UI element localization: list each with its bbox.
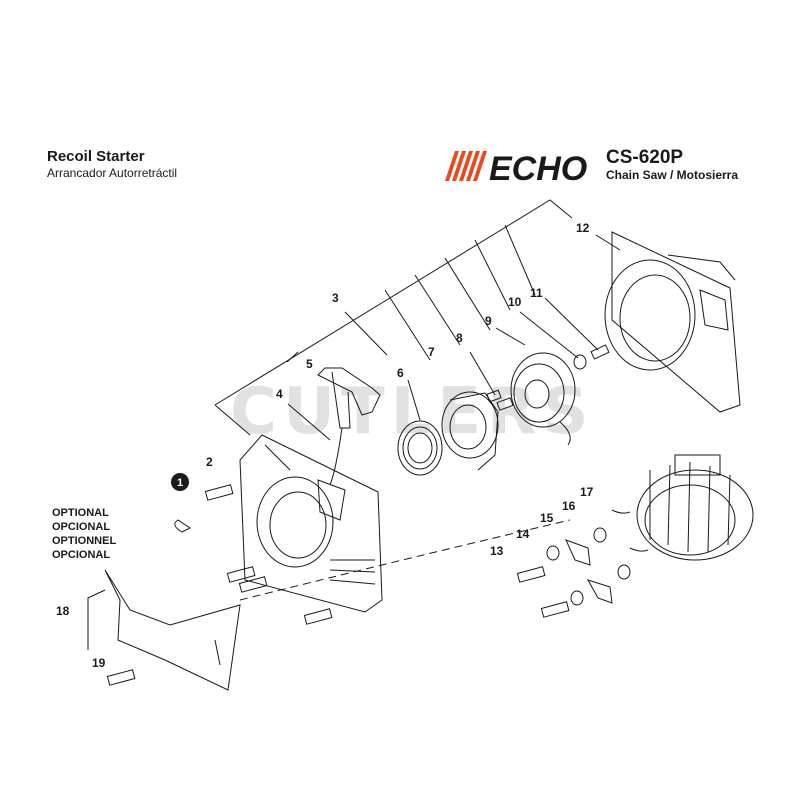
label-part-16: 16: [562, 499, 576, 513]
label-part-14: 14: [516, 527, 530, 541]
washer-10: [573, 354, 587, 370]
spring-17: [611, 509, 631, 514]
screw-11: [590, 344, 610, 360]
rope-pulley: [510, 352, 576, 446]
screw-13: [516, 566, 546, 583]
label-part-8: 8: [456, 331, 463, 345]
leader-11: [504, 224, 536, 296]
pawl-15: [565, 539, 591, 566]
optional-es: OPCIONAL: [52, 521, 111, 533]
screw-13b: [540, 601, 570, 618]
watermark: CUTLERS: [230, 375, 595, 449]
leader-10b: [519, 311, 579, 359]
collar-16: [593, 527, 607, 543]
leader-6: [407, 379, 421, 421]
label-part-11: 11: [530, 286, 543, 300]
screw-2: [204, 484, 234, 501]
optional-pt: OPCIONAL: [52, 549, 111, 561]
screw-19: [106, 669, 136, 686]
pawl-15b: [586, 579, 613, 604]
bracket-18: [87, 589, 106, 618]
screw-housing-c: [303, 608, 333, 625]
note-clip: [174, 519, 191, 533]
leader-10: [474, 239, 511, 311]
leader-7: [384, 289, 431, 361]
flywheel: [636, 454, 754, 561]
label-part-4: 4: [276, 387, 283, 401]
label-part-19: 19: [92, 656, 106, 670]
recoil-spring: [397, 420, 443, 476]
page-title: Recoil Starter: [47, 148, 145, 165]
screw-housing-b: [238, 576, 268, 593]
spring-17b: [629, 547, 649, 552]
leader-8b: [469, 351, 496, 396]
leader-3: [344, 311, 388, 356]
optional-fr: OPTIONNEL: [52, 535, 117, 547]
label-part-2: 2: [206, 455, 213, 469]
spring-case: [441, 391, 499, 471]
model-number: CS-620P: [606, 147, 684, 168]
label-part-17: 17: [580, 485, 594, 499]
leader-9: [444, 257, 491, 331]
logo-slashes: [445, 151, 487, 181]
collar-16b: [617, 564, 631, 580]
label-part-13: 13: [490, 544, 504, 558]
note-marker-label: 1: [177, 477, 183, 489]
leader-4: [287, 403, 331, 441]
label-part-6: 6: [397, 366, 404, 380]
centerline: [239, 519, 571, 601]
page-subtitle: Arrancador Autorretráctil: [47, 166, 178, 180]
optional-en: OPTIONAL: [52, 507, 109, 519]
leader-9b: [495, 327, 526, 346]
leader-8: [414, 274, 461, 346]
model-description: Chain Saw / Motosierra: [606, 168, 739, 182]
label-part-9: 9: [485, 314, 492, 328]
optional-note: OPTIONAL OPCIONAL OPTIONNEL OPCIONAL: [52, 506, 116, 562]
label-part-3: 3: [332, 291, 339, 305]
logo-wordmark: ECHO: [489, 150, 587, 185]
bracket-5: [286, 351, 299, 363]
screw-8: [486, 389, 514, 411]
label-part-10: 10: [508, 295, 522, 309]
screw-housing-a: [226, 566, 256, 583]
leader-12: [595, 234, 621, 251]
note-marker: [171, 473, 189, 491]
bracket-3: [214, 404, 251, 436]
label-part-18: 18: [56, 604, 70, 618]
label-part-15: 15: [540, 511, 554, 525]
washer-14b: [570, 590, 584, 606]
leader-11b: [544, 297, 599, 351]
label-part-7: 7: [428, 345, 435, 359]
bracket-12: [214, 199, 573, 406]
starter-handle: [317, 367, 381, 486]
optional-shield: [104, 569, 241, 691]
echo-logo: ECHO: [445, 150, 587, 185]
label-part-5: 5: [306, 357, 313, 371]
label-part-12: 12: [576, 221, 590, 235]
washer-14: [546, 545, 560, 561]
starter-housing: [239, 434, 383, 613]
fan-housing: [604, 231, 741, 413]
